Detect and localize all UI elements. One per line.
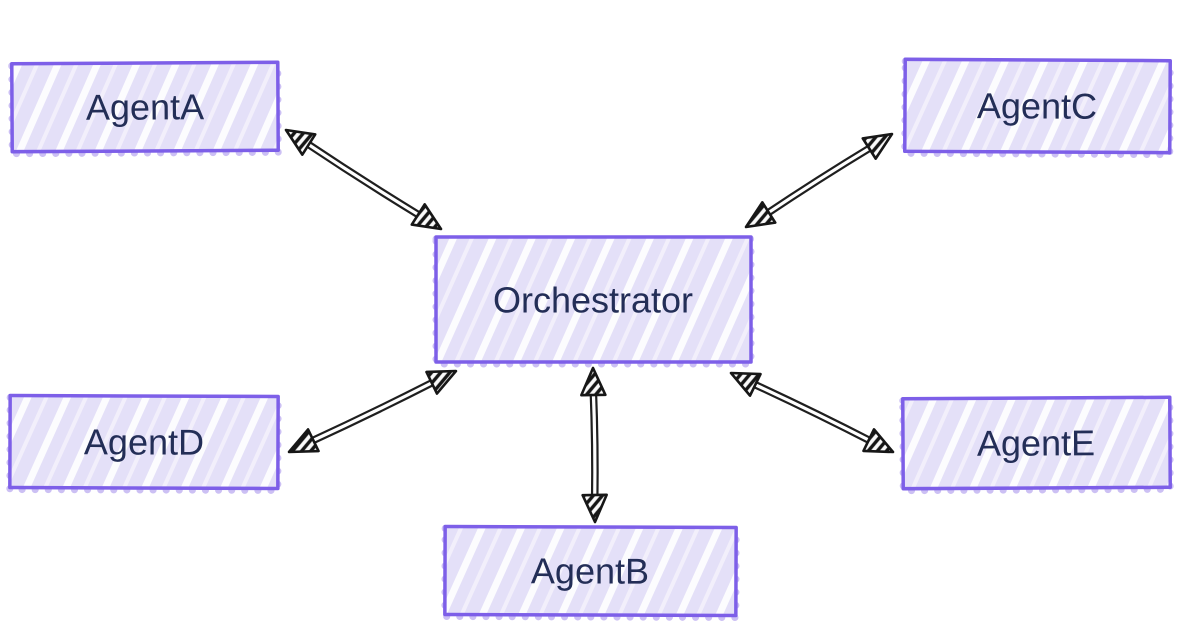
node-box	[901, 395, 1172, 491]
node-agent-a: AgentA	[8, 60, 282, 158]
arrow-agentd-orchestrator	[287, 369, 458, 454]
node-label-agent-c: AgentC	[977, 85, 1097, 127]
node-agent-e: AgentE	[899, 395, 1174, 495]
node-agent-b: AgentB	[441, 524, 740, 622]
node-box	[443, 524, 738, 618]
node-box	[8, 393, 280, 491]
node-label-orchestrator: Orchestrator	[493, 280, 693, 321]
node-label-agent-a: AgentA	[86, 86, 204, 128]
node-label-agent-d: AgentD	[84, 421, 204, 462]
node-box	[903, 57, 1172, 155]
node-agent-c: AgentC	[901, 57, 1174, 159]
node-box	[434, 235, 753, 364]
arrow-agentb-orchestrator	[580, 366, 608, 524]
node-label-agent-e: AgentE	[977, 422, 1095, 464]
arrow-agentc-orchestrator	[744, 132, 894, 229]
node-label-agent-b: AgentB	[531, 550, 649, 591]
arrow-agente-orchestrator	[729, 371, 895, 454]
node-orchestrator: Orchestrator	[432, 235, 755, 368]
node-box	[10, 60, 280, 154]
node-agent-d: AgentD	[6, 393, 282, 494]
arrow-agenta-orchestrator	[284, 128, 443, 231]
